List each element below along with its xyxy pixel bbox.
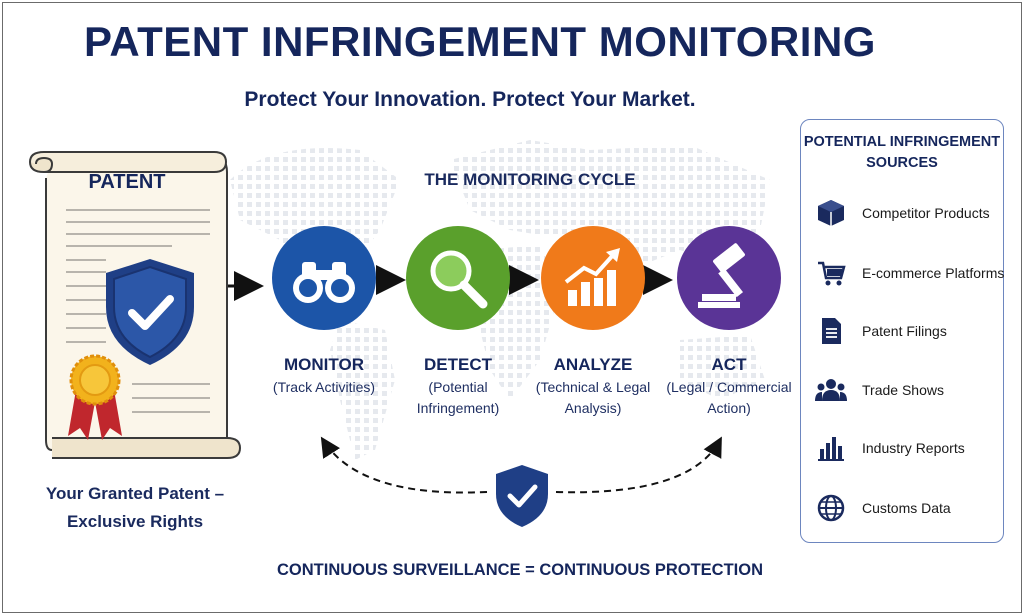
source-item-customs-data: Customs Data — [815, 490, 951, 526]
step-detect-desc-line1: (Potential — [428, 379, 488, 395]
loop-arrow-right — [555, 436, 722, 494]
step-analyze-title: ANALYZE — [553, 355, 633, 374]
growth-chart-icon — [564, 248, 620, 306]
cycle-title: THE MONITORING CYCLE — [424, 170, 636, 189]
source-item-competitor-products: Competitor Products — [815, 195, 990, 231]
step-monitor-desc: (Track Activities) — [272, 379, 376, 395]
box-icon — [815, 197, 847, 229]
protection-shield-icon — [496, 465, 548, 527]
source-label: Customs Data — [862, 500, 951, 516]
step-monitor-title: MONITOR — [284, 355, 364, 374]
shopping-cart-icon — [815, 257, 847, 289]
patent-caption: Your Granted Patent – Exclusive Rights — [30, 480, 240, 536]
source-item-patent-filings: Patent Filings — [815, 313, 947, 349]
globe-icon — [815, 492, 847, 524]
detect-circle — [406, 226, 510, 330]
monitor-circle — [272, 226, 376, 330]
step-act-desc-line1: (Legal / Commercial — [666, 379, 792, 395]
step-act-title: ACT — [711, 355, 747, 374]
sources-title-line2: SOURCES — [866, 155, 938, 171]
magnifier-icon — [430, 250, 488, 309]
patent-caption-line1: Your Granted Patent – — [45, 484, 225, 503]
step-act-desc-line2: Action) — [707, 400, 751, 416]
source-label: Patent Filings — [862, 323, 947, 339]
people-icon — [815, 374, 847, 406]
patent-label: PATENT — [88, 171, 166, 193]
bar-chart-icon — [815, 432, 847, 464]
analyze-circle — [541, 226, 645, 330]
page-subtitle: Protect Your Innovation. Protect Your Ma… — [244, 88, 696, 111]
shield-icon — [106, 259, 194, 365]
document-icon — [815, 315, 847, 347]
source-item-industry-reports: Industry Reports — [815, 430, 965, 466]
source-item-trade-shows: Trade Shows — [815, 372, 944, 408]
sources-title-line1: POTENTIAL INFRINGEMENT — [803, 134, 1001, 150]
source-item-ecommerce-platforms: E-commerce Platforms — [815, 255, 1004, 291]
source-label: Trade Shows — [862, 382, 944, 398]
source-label: E-commerce Platforms — [862, 265, 1005, 281]
tagline: CONTINUOUS SURVEILLANCE = CONTINUOUS PRO… — [276, 561, 764, 579]
step-analyze-desc-line2: Analysis) — [564, 400, 622, 416]
sources-title: POTENTIAL INFRINGEMENT SOURCES — [801, 132, 1003, 174]
act-circle — [677, 226, 781, 330]
page-title: PATENT INFRINGEMENT MONITORING — [84, 18, 876, 65]
binoculars-icon — [293, 262, 355, 303]
seal-ribbon-icon — [68, 354, 122, 440]
gavel-icon — [698, 243, 745, 308]
step-detect-title: DETECT — [424, 355, 492, 374]
sources-panel: POTENTIAL INFRINGEMENT SOURCES Competito… — [800, 119, 1004, 543]
step-analyze-desc-line1: (Technical & Legal — [535, 379, 651, 395]
source-label: Industry Reports — [862, 440, 965, 456]
patent-caption-line2: Exclusive Rights — [66, 512, 204, 531]
source-label: Competitor Products — [862, 205, 990, 221]
step-detect-desc-line2: Infringement) — [416, 400, 500, 416]
loop-arrow-left — [320, 436, 488, 494]
